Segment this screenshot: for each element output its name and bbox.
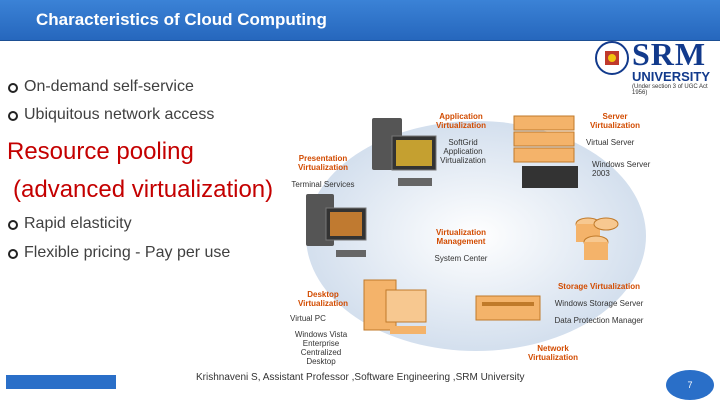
text-windows-storage-server: Windows Storage Server [546, 299, 652, 308]
bullet-item: On-demand self-service [8, 78, 194, 96]
text-virtual-server: Virtual Server [586, 138, 650, 147]
footer-credit: Krishnaveni S, Assistant Professor ,Soft… [196, 372, 524, 383]
bullet-icon [8, 83, 18, 93]
highlight-line: (advanced virtualization) [13, 176, 273, 204]
logo-name: SRM [632, 36, 706, 73]
text-virtual-pc: Virtual PC [290, 314, 350, 323]
text-windows-vista: Windows Vista Enterprise Centralized Des… [290, 330, 352, 366]
label-desktop-virtualization: Desktop Virtualization [288, 290, 358, 308]
label-network-virtualization: Network Virtualization [518, 344, 588, 362]
text-system-center: System Center [426, 254, 496, 263]
bullet-icon [8, 111, 18, 121]
bullet-item: Rapid elasticity [8, 215, 132, 233]
logo-note: (Under section 3 of UGC Act 1956) [632, 84, 714, 96]
text-softgrid: SoftGrid Application Virtualization [432, 138, 494, 165]
page-number-badge: 7 [664, 368, 716, 402]
text-terminal-services: Terminal Services [288, 180, 358, 189]
slide-title: Characteristics of Cloud Computing [36, 10, 327, 30]
title-bar: Characteristics of Cloud Computing [0, 0, 720, 41]
bullet-icon [8, 220, 18, 230]
text-data-protection-manager: Data Protection Manager [546, 316, 652, 325]
label-virtualization-management: Virtualization Management [426, 228, 496, 246]
bullet-item: Flexible pricing - Pay per use [8, 244, 230, 262]
label-server-virtualization: Server Virtualization [580, 112, 650, 130]
srm-logo: SRM UNIVERSITY (Under section 3 of UGC A… [592, 36, 714, 94]
page-number: 7 [664, 380, 716, 390]
label-presentation-virtualization: Presentation Virtualization [288, 154, 358, 172]
virtualization-diagram: Application Virtualization SoftGrid Appl… [286, 96, 656, 376]
network-icon [476, 296, 540, 320]
crest-icon [594, 40, 630, 76]
server-icon [514, 116, 578, 188]
text-windows-server: Windows Server 2003 [592, 160, 652, 178]
footer-bar [6, 375, 116, 389]
logo-subtitle: UNIVERSITY [632, 69, 710, 84]
bullet-icon [8, 249, 18, 259]
highlight-line: Resource pooling [7, 138, 194, 166]
bullet-item: Ubiquitous network access [8, 106, 214, 124]
label-app-virtualization: Application Virtualization [426, 112, 496, 130]
label-storage-virtualization: Storage Virtualization [546, 282, 652, 291]
